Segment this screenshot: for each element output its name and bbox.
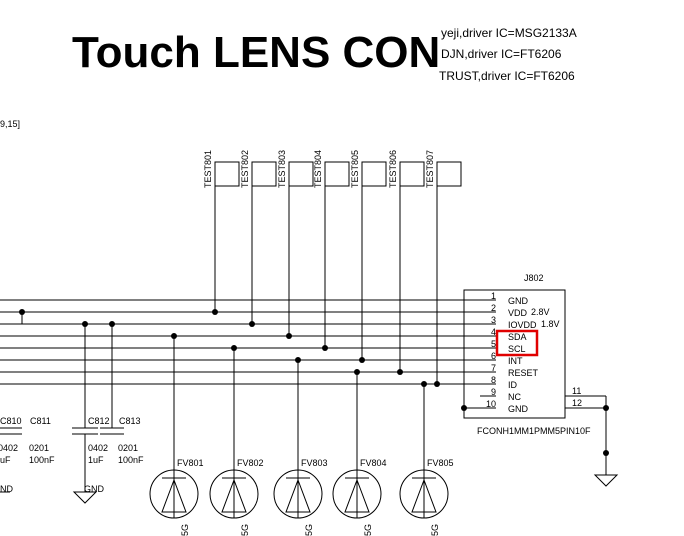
cap-c813-size: 0201 [118,443,138,453]
connector-part: FCONH1MM1PMM5PIN10F [477,426,591,436]
test-point-label: TEST807 [425,150,435,188]
sheet-reference: 9,15] [0,119,20,129]
test-point-wires [214,186,438,384]
sda-scl-highlight [495,329,539,357]
cap-c812-size: 0402 [88,443,108,453]
tvs-part-suffix: 5G [304,524,314,536]
pin-number: 9 [491,387,496,397]
test-point-pad [436,161,462,187]
test-points: TEST801 TEST802 TEST803 TEST804 TEST805 TEST8… [203,150,462,188]
capacitors: C810 C811 C812 C813 0402 uF 0201 100nF 0… [0,324,144,504]
tvs-ref: FV804 [360,458,387,468]
tvs-ref: FV801 [177,458,204,468]
test-point-label: TEST804 [313,150,323,188]
pin-number: 5 [491,339,496,349]
test-point-pad [214,161,240,187]
pin-number: 7 [491,363,496,373]
pin-number: 2 [491,303,496,313]
connector-outline [463,289,566,419]
test-point-label: TEST802 [240,150,250,188]
tvs-ref: FV805 [427,458,454,468]
sheet-title: Touch LENS CON [72,28,440,77]
cap-c811-ref: C811 [30,416,51,426]
tvs-ref: FV802 [237,458,264,468]
cap-c810-ref: C810 [0,416,22,426]
cap-c812-ref: C812 [88,416,110,426]
tvs-part-suffix: 5G [363,524,373,536]
pin-number: 4 [491,327,496,337]
connector-ref: J802 [524,273,544,283]
pin-name: VDD [508,308,528,318]
pin-name: SCL [508,344,526,354]
pin-name: IOVDD [508,320,537,330]
pin-11-number: 11 [572,386,581,396]
test-point-pad [288,161,314,187]
cap-c811-value: 100nF [29,455,55,465]
ground-symbol [593,474,619,487]
cap-c810-size: 0402 [0,443,18,453]
cap-c811-size: 0201 [29,443,49,453]
test-point-pad [251,161,277,187]
test-point-label: TEST803 [277,150,287,188]
pin-name: RESET [508,368,539,378]
pin-number: 6 [491,351,496,361]
pin-12-number: 12 [572,398,582,408]
tvs-part-suffix: 5G [430,524,440,536]
pin-number: 8 [491,375,496,385]
bus-lines [0,299,496,409]
tvs-ref: FV803 [301,458,328,468]
pin-name: NC [508,392,521,402]
gnd-label: GND [84,484,105,494]
cap-c812-value: 1uF [88,455,104,465]
cap-c813-ref: C813 [119,416,141,426]
test-point-pad [399,161,425,187]
driver-note-1: yeji,driver IC=MSG2133A [441,26,577,40]
test-point-pad [324,161,350,187]
tvs-part-suffix: 5G [240,524,250,536]
test-point-label: TEST806 [388,150,398,188]
pin-number: 3 [491,315,496,325]
tvs-part-suffix: 5G [180,524,190,536]
test-point-pad [361,161,387,187]
pin-name: GND [508,296,529,306]
tvs-diodes: FV801 5G FV802 5G FV803 5G FV804 5G FV805 5G [149,336,454,536]
cap-c813-value: 100nF [118,455,144,465]
pin-number: 10 [486,399,496,409]
pin-voltage: 1.8V [541,319,560,329]
test-point-label: TEST805 [350,150,360,188]
pin-voltage: 2.8V [531,307,550,317]
cap-c810-value: uF [0,455,11,465]
driver-note-2: DJN,driver IC=FT6206 [441,47,562,61]
pin-name: INT [508,356,523,366]
pin-name: ID [508,380,518,390]
pin-name: GND [508,404,529,414]
test-point-label: TEST801 [203,150,213,188]
gnd-label-left: ND [0,484,13,494]
driver-note-3: TRUST,driver IC=FT6206 [439,69,575,83]
pin-number: 1 [491,291,496,301]
pin-name: SDA [508,332,527,342]
